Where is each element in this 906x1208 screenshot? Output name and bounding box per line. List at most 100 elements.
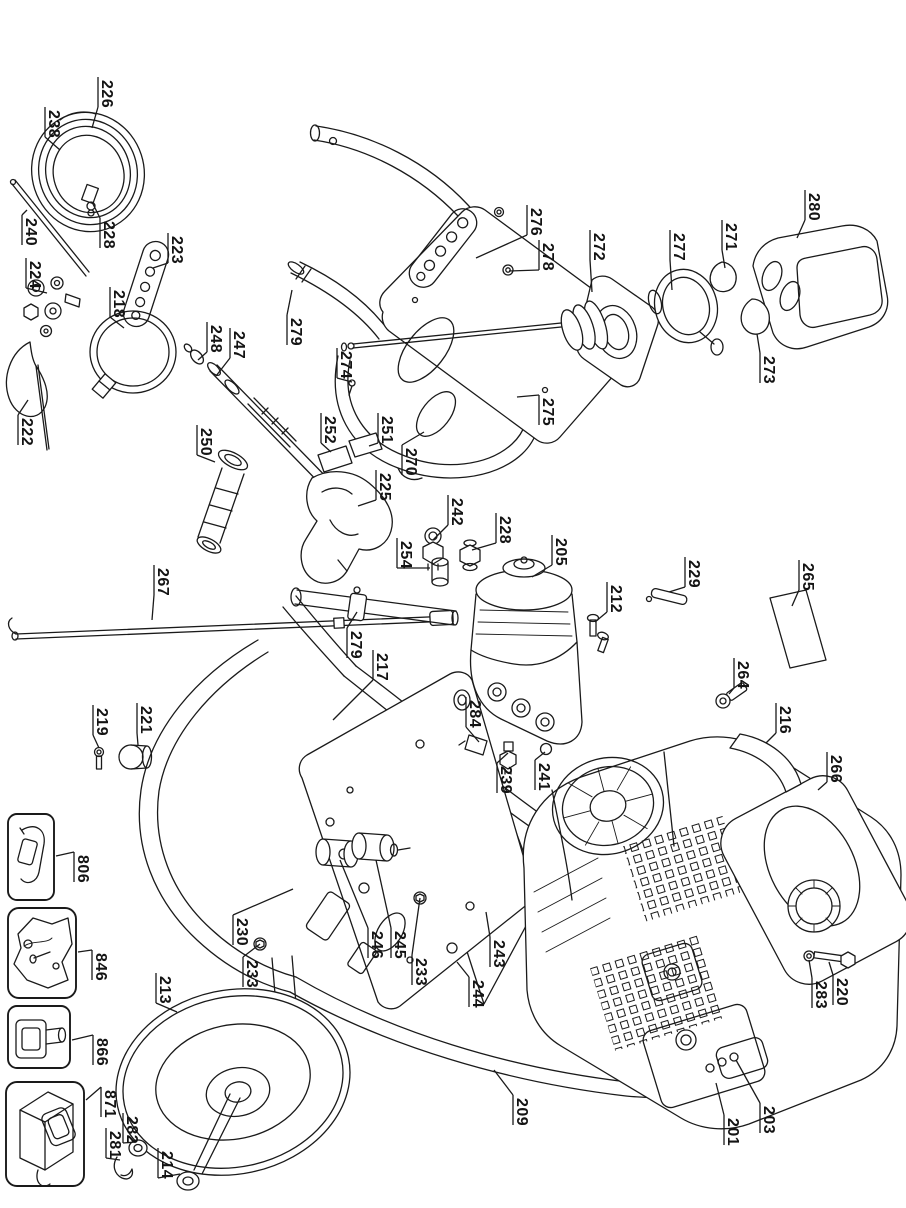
part-number-225: 225 xyxy=(376,473,393,501)
callout-279: 279 xyxy=(286,289,304,346)
wire-loop xyxy=(5,341,50,451)
part-number-281: 281 xyxy=(106,1131,123,1159)
inset-boxes xyxy=(5,813,85,1187)
callout-254: 254 xyxy=(396,538,430,569)
callout-241: 241 xyxy=(534,751,552,791)
callout-871: 871 xyxy=(85,1086,118,1118)
callout-228: 228 xyxy=(91,201,117,249)
callout-246: 246 xyxy=(339,859,385,959)
callout-283: 283 xyxy=(808,959,829,1009)
part-number-265: 265 xyxy=(799,563,816,591)
callout-239: 239 xyxy=(496,752,514,794)
callout-228: 228 xyxy=(471,513,513,551)
callout-273: 273 xyxy=(756,333,777,384)
part-number-224: 224 xyxy=(26,261,43,289)
part-number-264: 264 xyxy=(734,661,751,689)
part-number-219: 219 xyxy=(93,708,110,736)
callout-233: 233 xyxy=(411,897,429,986)
part-number-245: 245 xyxy=(391,931,408,959)
part-number-806: 806 xyxy=(74,855,91,883)
part-number-241: 241 xyxy=(535,763,552,791)
pump-assembly xyxy=(453,556,688,775)
part-number-271: 271 xyxy=(722,223,739,251)
callout-224: 224 xyxy=(25,258,48,294)
callout-220: 220 xyxy=(828,961,850,1006)
callout-218: 218 xyxy=(109,287,127,329)
part-number-866: 866 xyxy=(93,1038,110,1066)
callout-244: 244 xyxy=(456,961,486,1008)
callout-214: 214 xyxy=(157,1148,181,1179)
callout-281: 281 xyxy=(105,1128,123,1161)
inset-box-846 xyxy=(7,907,77,999)
inset-box-866 xyxy=(7,1005,71,1069)
callout-242: 242 xyxy=(432,495,465,541)
wheel-assembly xyxy=(113,988,351,1191)
callout-238: 238 xyxy=(44,107,62,151)
callout-284: 284 xyxy=(465,697,483,743)
part-number-280: 280 xyxy=(805,193,822,221)
part-number-233: 233 xyxy=(412,958,429,986)
callout-225: 225 xyxy=(357,470,393,507)
part-number-209: 209 xyxy=(513,1098,530,1126)
callout-266: 266 xyxy=(817,752,844,791)
callout-271: 271 xyxy=(721,220,739,269)
callout-223: 223 xyxy=(152,233,185,269)
part-number-240: 240 xyxy=(22,218,39,246)
hose-coil xyxy=(30,111,146,233)
part-number-220: 220 xyxy=(833,978,850,1006)
spray-gun-group xyxy=(183,343,393,584)
part-number-216: 216 xyxy=(776,706,793,734)
part-number-203: 203 xyxy=(760,1106,777,1134)
callout-247: 247 xyxy=(215,328,247,377)
part-number-243: 243 xyxy=(490,940,507,968)
part-number-871: 871 xyxy=(101,1090,118,1118)
inset-box-806 xyxy=(7,813,55,901)
callout-230: 230 xyxy=(232,888,294,946)
callout-270: 270 xyxy=(401,431,425,476)
part-number-223: 223 xyxy=(168,236,185,264)
callout-280: 280 xyxy=(796,190,822,239)
part-number-273: 273 xyxy=(760,356,777,384)
part-number-228: 228 xyxy=(496,516,513,544)
part-number-266: 266 xyxy=(827,755,844,783)
callout-248: 248 xyxy=(197,322,224,361)
decal-265 xyxy=(769,589,827,669)
extension-lance xyxy=(7,609,459,641)
clamp-ring xyxy=(89,310,177,399)
part-number-252: 252 xyxy=(321,416,338,444)
callout-213: 213 xyxy=(155,973,178,1013)
callout-226: 226 xyxy=(91,77,115,129)
part-number-276: 276 xyxy=(527,208,544,236)
part-number-238: 238 xyxy=(45,110,62,138)
callout-219: 219 xyxy=(92,705,110,749)
part-number-272: 272 xyxy=(590,233,607,261)
callout-250: 250 xyxy=(196,425,216,463)
part-number-217: 217 xyxy=(373,653,390,681)
part-number-244: 244 xyxy=(469,980,486,1008)
part-number-275: 275 xyxy=(539,398,556,426)
callout-217: 217 xyxy=(332,650,390,721)
nozzle-kit xyxy=(23,276,81,338)
part-number-279: 279 xyxy=(287,318,304,346)
part-number-248: 248 xyxy=(207,325,224,353)
callout-243: 243 xyxy=(485,911,507,968)
part-number-218: 218 xyxy=(110,290,127,318)
callout-274: 274 xyxy=(336,348,354,383)
part-number-247: 247 xyxy=(230,331,247,359)
callout-205: 205 xyxy=(531,535,569,578)
callout-272: 272 xyxy=(589,230,607,293)
part-number-213: 213 xyxy=(156,976,173,1004)
part-number-246: 246 xyxy=(368,931,385,959)
part-number-251: 251 xyxy=(378,416,395,444)
callout-278: 278 xyxy=(508,240,556,272)
callout-212: 212 xyxy=(594,582,624,623)
part-number-282: 282 xyxy=(123,1116,140,1144)
part-number-283: 283 xyxy=(812,981,829,1009)
part-number-267: 267 xyxy=(154,568,171,596)
part-number-229: 229 xyxy=(685,560,702,588)
part-number-228: 228 xyxy=(100,221,117,249)
callout-866: 866 xyxy=(71,1034,110,1066)
callout-252: 252 xyxy=(320,413,338,453)
